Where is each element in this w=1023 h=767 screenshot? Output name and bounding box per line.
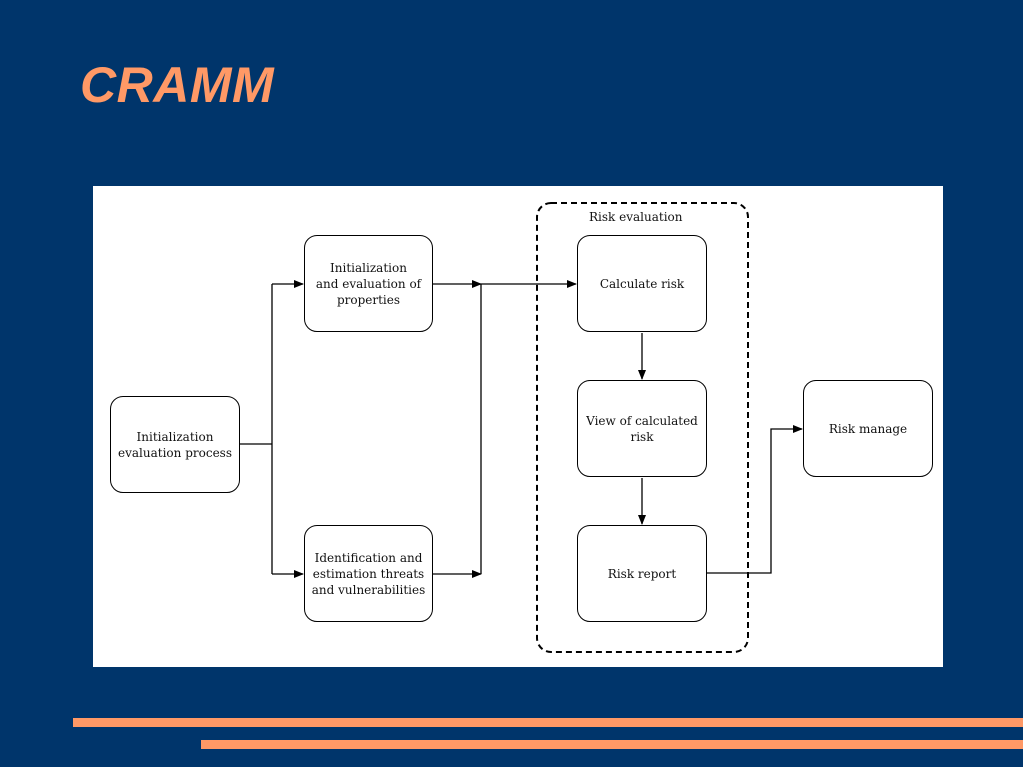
node-view-calculated-risk-label: View of calculated risk (586, 413, 698, 444)
risk-evaluation-label: Risk evaluation (589, 210, 683, 224)
node-risk-manage-label: Risk manage (828, 422, 908, 436)
diagram-connectors (240, 202, 803, 653)
risk-evaluation-group-border (536, 202, 749, 653)
node-init-process-label: Initialization evaluation process (118, 429, 232, 460)
node-calculate-risk-label: Calculate risk (599, 276, 685, 291)
arrow-report-to-manage (707, 425, 803, 574)
node-risk-report-label: Risk report (607, 566, 677, 581)
accent-stripe-top (73, 718, 1023, 727)
diagram-panel: Risk evaluation Initialization evaluatio… (93, 186, 943, 667)
node-calculate-risk: Calculate risk (577, 235, 707, 332)
node-init-process: Initialization evaluation process (110, 396, 240, 493)
node-ident-threats-label: Identification and estimation threats an… (311, 550, 426, 597)
node-init-properties: Initialization and evaluation of propert… (304, 235, 433, 332)
node-view-calculated-risk: View of calculated risk (577, 380, 707, 477)
node-init-properties-label: Initialization and evaluation of propert… (315, 260, 422, 307)
accent-stripe-bottom (201, 740, 1023, 749)
node-risk-report: Risk report (577, 525, 707, 622)
node-risk-manage: Risk manage (803, 380, 933, 477)
node-ident-threats: Identification and estimation threats an… (304, 525, 433, 622)
slide-title: CRAMM (80, 57, 275, 113)
